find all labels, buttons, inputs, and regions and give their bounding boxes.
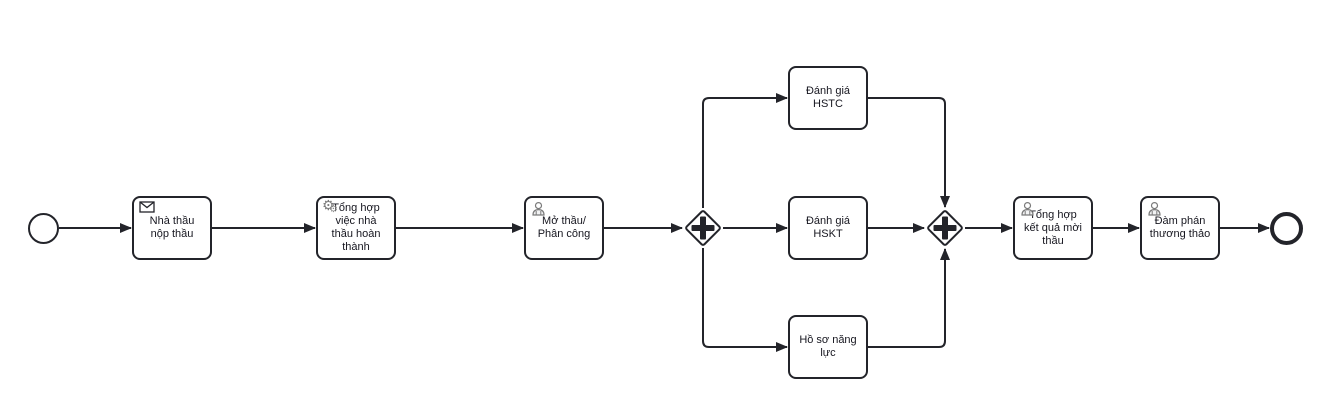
- task-tong-hop-ket-qua[interactable]: Tổng hợp kết quả mời thầu: [1013, 196, 1093, 260]
- flow-hsnl-to-join: [868, 248, 950, 348]
- task-nha-thau-nop-thau[interactable]: Nhà thầu nộp thầu: [132, 196, 212, 260]
- task-danh-gia-hstc[interactable]: Đánh giá HSTC: [788, 66, 868, 130]
- task-label: Đánh giá HSKT: [805, 215, 851, 240]
- task-tong-hop-viec[interactable]: ⚙⚙ Tổng hợp việc nhà thầu hoàn thành: [316, 196, 396, 260]
- task-label: Hồ sơ năng lực: [799, 334, 857, 359]
- parallel-plus-icon: [700, 216, 706, 240]
- flow-split-to-hsnl: [702, 248, 788, 352]
- parallel-gateway-join[interactable]: [925, 208, 965, 248]
- message-icon: [139, 201, 155, 213]
- parallel-plus-icon: [942, 216, 948, 240]
- task-label: Tổng hợp việc nhà thầu hoàn thành: [331, 202, 381, 253]
- task-mo-thau-phan-cong[interactable]: Mở thầu/ Phân công: [524, 196, 604, 260]
- task-label: Đánh giá HSTC: [805, 85, 851, 110]
- start-event[interactable]: [28, 213, 59, 244]
- service-gears-icon: ⚙⚙: [322, 198, 338, 215]
- task-danh-gia-hskt[interactable]: Đánh giá HSKT: [788, 196, 868, 260]
- task-label: Tổng hợp kết quả mời thầu: [1024, 208, 1082, 247]
- flow-split-to-hstc: [702, 93, 788, 208]
- task-label: Mở thầu/ Phân công: [537, 215, 591, 240]
- user-icon: [1021, 201, 1034, 216]
- task-ho-so-nang-luc[interactable]: Hồ sơ năng lực: [788, 315, 868, 379]
- parallel-gateway-split[interactable]: [683, 208, 723, 248]
- user-icon: [1148, 201, 1161, 216]
- task-label: Nhà thầu nộp thầu: [149, 215, 195, 240]
- user-icon: [532, 201, 545, 216]
- task-dam-phan-thuong-thao[interactable]: Đàm phán thương thảo: [1140, 196, 1220, 260]
- flow-hstc-to-join: [868, 97, 950, 208]
- task-label: Đàm phán thương thảo: [1149, 215, 1211, 240]
- end-event[interactable]: [1270, 212, 1303, 245]
